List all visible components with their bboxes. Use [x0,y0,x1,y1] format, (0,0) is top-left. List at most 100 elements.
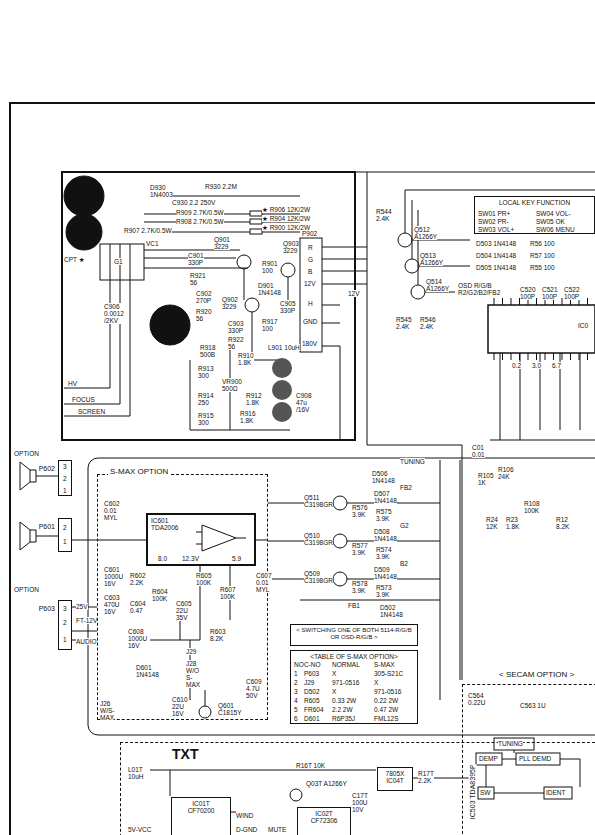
component-label: FML12S [374,715,399,722]
amplifier-symbol [196,521,246,555]
node-label: P601 [39,523,55,531]
component-label: C520 100P [520,286,536,300]
wire-line [20,462,58,490]
wire-line [190,350,290,430]
node-label: IC01T [174,800,228,807]
component-label: D503 1N4148 [476,240,516,247]
component-label: 6.7 [552,362,561,369]
component-label: J26 W/S-MAX [100,700,114,721]
component-label: R914 250 [198,392,214,406]
component-label: C902 270P [196,290,212,304]
component-label: 12V [304,280,316,287]
node-label: IC02T [300,810,348,817]
component-label: C602 0.01 MYL [104,500,120,521]
component-label: D601 1N4148 [136,664,159,678]
component-label: X [374,679,378,686]
wire-line [411,285,425,299]
component-label: C601 1000U 16V [104,566,123,587]
component-label: 180V [302,340,317,347]
component-label: J29 [186,648,196,655]
component-label: SW05 OK [536,218,565,225]
component-label: 1 [63,636,67,643]
component-label: D-GND [236,826,257,833]
component-label: ★ R904 12K/2W [262,215,310,222]
wire-line [237,255,251,269]
wire-line [150,770,470,812]
component-label: 1 [294,670,298,677]
component-label: R915 300 [198,412,214,426]
component-label: C-NO [304,661,321,668]
node-label: S-MAX OPTION [108,468,170,477]
component-label: 6 [294,715,298,722]
component-label: R930 2.2M [205,183,237,190]
node-box: 7805XIC04T [377,767,413,791]
wire-line [322,247,367,440]
wire-line [66,214,102,250]
component-label: Q901 3229 [214,236,230,250]
wire-line [250,211,262,216]
component-label: R913 300 [198,365,214,379]
wire-line [245,298,259,312]
component-label: C603 470U 16V [104,594,120,615]
component-label: G1 [114,258,123,265]
component-label: C564 0.22U [468,692,485,706]
component-label: 2 [63,619,67,626]
component-label: Q511 C3198GR [304,494,333,508]
component-label: R920 56 [196,308,212,322]
component-label: OSD R/G/B R2/G2/B2/FB2 [458,282,500,296]
component-label: SCREEN [78,408,105,415]
component-label: OPTION [14,450,39,457]
component-label: C607 0.01 MYL [256,572,272,593]
component-label: D508 1N4148 [374,528,397,542]
wire-line [488,305,595,353]
component-label: IDENT [546,789,566,796]
wire-line [476,753,502,765]
component-label: Q513 A1266Y [420,252,443,266]
component-label: R6P35J [332,715,355,722]
node-box: < SWITCHING ONE OF BOTH 5114-R/G/B OR OS… [290,624,418,646]
component-label: 1 [63,487,67,494]
component-label: C908 47u /16V [296,392,312,413]
component-label: R [308,244,313,251]
wire-line [405,259,419,273]
component-label: NORMAL [332,661,360,668]
component-label: SW01 PR+ [478,210,510,217]
node-label: P602 [39,465,55,473]
wire-line [290,789,302,801]
component-label: L901 10uH [268,344,300,351]
component-label: R544 2.4K [376,208,392,222]
wire-line [100,244,144,280]
component-label: R16T 10K [296,762,325,769]
component-label: 5V-VCC [128,826,151,833]
component-label: WIND [236,812,253,819]
component-label: S-MAX [374,661,395,668]
component-label: Q510 C3198GR [304,532,333,546]
wire-line [494,298,588,360]
wire-line [511,298,512,360]
component-label: B2 [400,560,408,567]
component-label: 305-S21C [374,670,403,677]
wire-line [64,244,130,416]
component-label: R910 1.8K [238,352,254,366]
component-label: Q902 3229 [222,296,238,310]
component-label: R922 56 [228,336,244,350]
component-label: ★ R906 12K/2W [262,206,310,213]
component-label: VR900 500Ω [222,378,242,392]
wire-line [545,298,546,360]
component-label: AUDIO [76,638,97,645]
component-label: L01T 10uH [128,766,144,780]
wire-connector [72,631,97,632]
component-label: R577 3.9K [352,542,368,556]
component-label: G [308,256,313,263]
component-label: 2.2 2W [332,706,353,713]
component-label: 0.33 2W [332,697,356,704]
component-label: FB2 [400,484,412,491]
component-label: C906 0.0012 /2KV [104,303,124,324]
component-label: 3 [294,688,298,695]
wire-line [553,298,554,360]
component-label: D901 1N4148 [258,282,281,296]
component-label: C521 100P [542,286,558,300]
wire-line [536,298,537,360]
component-label: 2 [63,475,67,482]
